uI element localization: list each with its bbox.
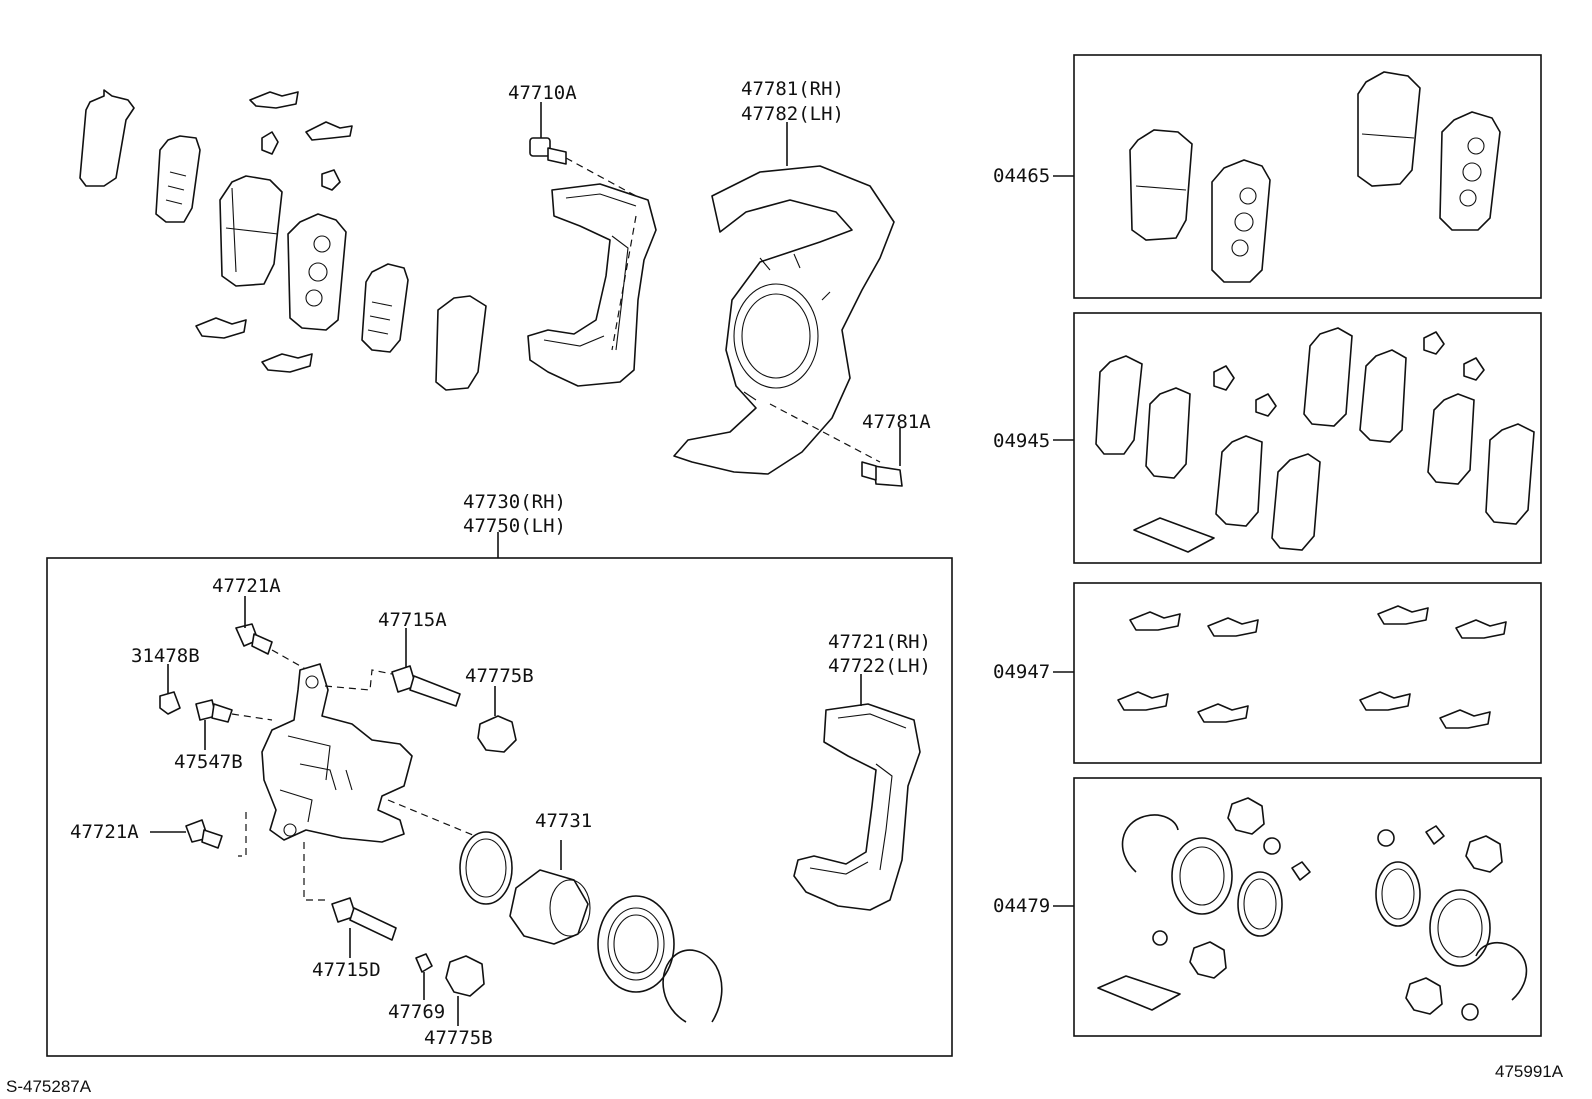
label-04465: 04465	[993, 165, 1050, 187]
label-47775B-bottom: 47775B	[424, 1027, 493, 1049]
label-47715D: 47715D	[312, 959, 381, 981]
label-47547B: 47547B	[174, 751, 243, 773]
kit-box-04479	[1053, 777, 1542, 1037]
label-04479: 04479	[993, 895, 1050, 917]
dust-cover-bolt-47781A	[861, 428, 903, 487]
footer-left-code: S-475287A	[6, 1077, 92, 1096]
label-47710A: 47710A	[508, 82, 577, 104]
label-31478B: 31478B	[131, 645, 200, 667]
label-47769: 47769	[388, 1001, 445, 1023]
label-47721A-top: 47721A	[212, 575, 281, 597]
label-47775B-top: 47775B	[465, 665, 534, 687]
label-47731: 47731	[535, 810, 592, 832]
label-47722LH: 47722(LH)	[828, 655, 931, 677]
kit-box-04947	[1053, 582, 1542, 764]
label-47715A: 47715A	[378, 609, 447, 631]
label-04947: 04947	[993, 661, 1050, 683]
caliper-assembly-frame	[46, 557, 953, 1057]
caliper-assembly-parts	[150, 596, 921, 1026]
footer-right-code: 475991A	[1495, 1062, 1564, 1081]
label-47781RH: 47781(RH)	[741, 78, 844, 100]
label-47750LH: 47750(LH)	[463, 515, 566, 537]
caliper-mounting-bracket	[527, 183, 657, 387]
label-47721RH: 47721(RH)	[828, 631, 931, 653]
label-04945: 04945	[993, 430, 1050, 452]
label-47730RH: 47730(RH)	[463, 491, 566, 513]
label-47721A-left: 47721A	[70, 821, 139, 843]
kit-box-04945	[1053, 312, 1542, 564]
mounting-bolt-47710A	[529, 102, 637, 197]
pad-and-shim-group	[79, 89, 487, 391]
label-47781A: 47781A	[862, 411, 931, 433]
label-47782LH: 47782(LH)	[741, 103, 844, 125]
disc-dust-cover	[673, 122, 895, 475]
kit-box-04465	[1053, 54, 1542, 299]
